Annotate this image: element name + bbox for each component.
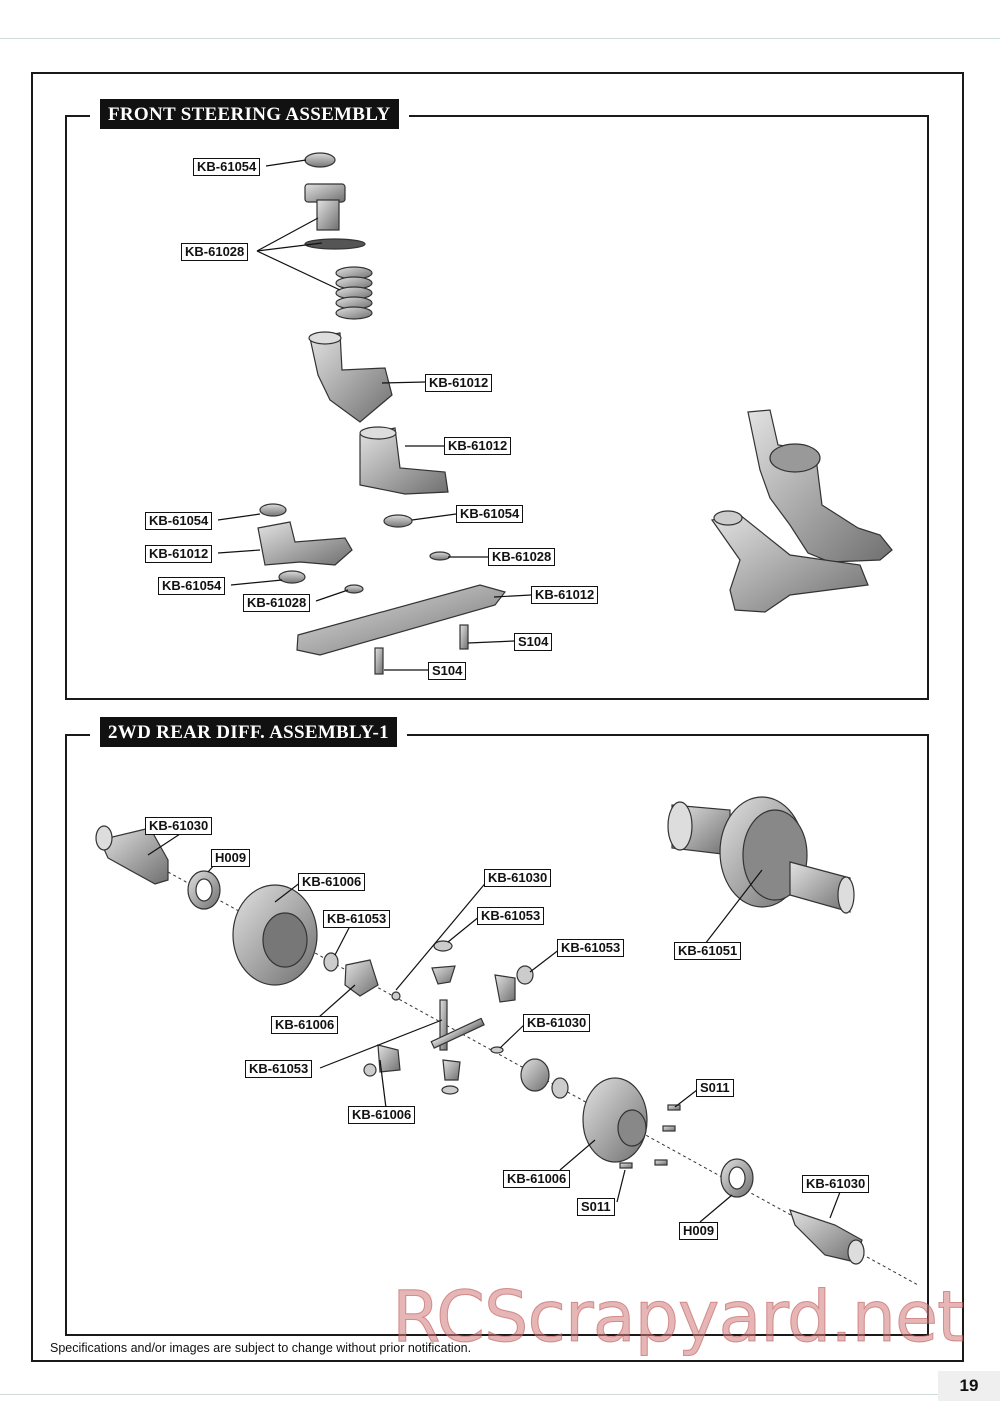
steering-section-title: FRONT STEERING ASSEMBLY	[100, 99, 399, 129]
callout-kb-61054: KB-61054	[145, 512, 213, 530]
assembled-diff	[667, 796, 855, 914]
callout-s011: S011	[577, 1198, 615, 1216]
watermark: RCScrapyard.net	[392, 1276, 965, 1359]
page-frame	[31, 72, 964, 1362]
callout-kb-61030: KB-61030	[523, 1014, 591, 1032]
top-rule	[0, 38, 1000, 39]
callout-kb-61028: KB-61028	[181, 243, 249, 261]
diff-section-frame	[65, 734, 929, 1336]
assembled-steering	[710, 409, 893, 613]
steering-leader-lines	[217, 159, 532, 671]
callout-kb-61030: KB-61030	[802, 1175, 870, 1193]
callout-kb-61054: KB-61054	[193, 158, 261, 176]
callout-kb-61012: KB-61012	[531, 586, 599, 604]
bottom-rule	[0, 1394, 1000, 1395]
callout-kb-61006: KB-61006	[348, 1106, 416, 1124]
callout-kb-61054: KB-61054	[158, 577, 226, 595]
callout-kb-61012: KB-61012	[145, 545, 213, 563]
callout-kb-61053: KB-61053	[477, 907, 545, 925]
diff-parts	[95, 825, 865, 1265]
callout-kb-61028: KB-61028	[488, 548, 556, 566]
callout-kb-61054: KB-61054	[456, 505, 524, 523]
callout-kb-61006: KB-61006	[298, 873, 366, 891]
callout-h009: H009	[211, 849, 251, 867]
diff-section-title: 2WD REAR DIFF. ASSEMBLY-1	[100, 717, 397, 747]
callout-kb-61006: KB-61006	[503, 1170, 571, 1188]
callout-kb-61012: KB-61012	[425, 374, 493, 392]
callout-kb-61053: KB-61053	[245, 1060, 313, 1078]
callout-kb-61053: KB-61053	[323, 910, 391, 928]
callout-s011: S011	[696, 1079, 734, 1097]
footer-note: Specifications and/or images are subject…	[50, 1341, 472, 1355]
callout-s104: S104	[428, 662, 467, 680]
callout-kb-61006: KB-61006	[271, 1016, 339, 1034]
page-number: 19	[938, 1371, 1000, 1401]
callout-kb-61012: KB-61012	[444, 437, 512, 455]
callout-kb-61028: KB-61028	[243, 594, 311, 612]
callout-kb-61053: KB-61053	[557, 939, 625, 957]
callout-kb-61051: KB-61051	[674, 942, 742, 960]
steering-section-frame	[65, 115, 929, 700]
callout-s104: S104	[514, 633, 553, 651]
callout-kb-61030: KB-61030	[145, 817, 213, 835]
steering-parts	[257, 152, 507, 675]
callout-h009: H009	[679, 1222, 719, 1240]
callout-kb-61030: KB-61030	[484, 869, 552, 887]
